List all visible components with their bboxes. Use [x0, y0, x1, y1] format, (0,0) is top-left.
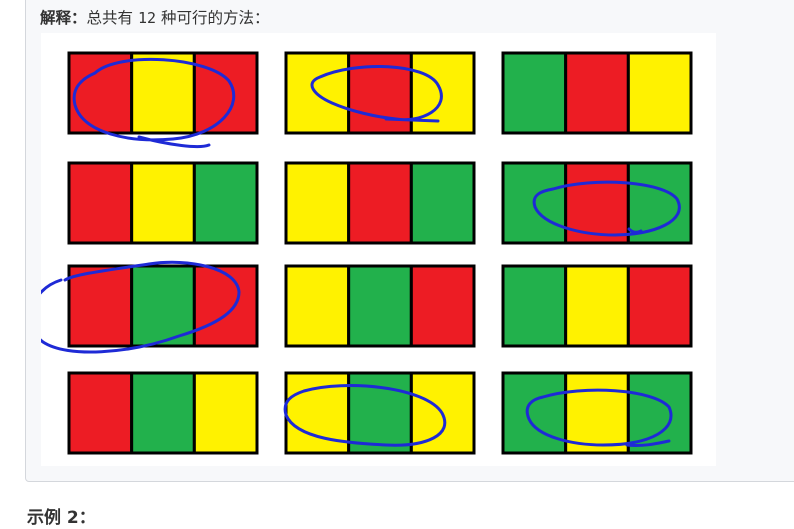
grid-cell-red	[67, 371, 134, 455]
grid-cell-green	[409, 161, 476, 245]
coloring-option-5	[284, 161, 476, 245]
coloring-option-3	[501, 51, 693, 135]
handdrawn-circle-annotation	[525, 388, 673, 447]
coloring-option-1	[67, 51, 259, 149]
grid-cell-yellow	[130, 51, 196, 135]
grid-cell-red	[626, 264, 693, 348]
grid-cell-green	[626, 371, 693, 455]
coloring-option-7	[41, 260, 259, 354]
grid-cell-red	[564, 51, 630, 135]
coloring-option-6	[501, 161, 693, 245]
example-2-heading: 示例 2：	[27, 508, 96, 528]
grid-cell-red	[347, 161, 413, 245]
explanation-text: 解释：总共有 12 种可行的方法：	[40, 8, 269, 28]
explanation-count: 12	[137, 9, 157, 27]
grid-cell-green	[501, 51, 568, 135]
coloring-option-12	[501, 371, 693, 455]
grid-cell-green	[130, 264, 196, 348]
grid-cell-red	[192, 264, 259, 348]
grid-cell-green	[130, 371, 196, 455]
coloring-option-9	[501, 264, 693, 348]
grid-cell-red	[67, 161, 134, 245]
grid-cell-green	[626, 161, 693, 245]
grid-cell-yellow	[564, 371, 630, 455]
grid-cell-green	[501, 161, 568, 245]
explanation-suffix: 种可行的方法：	[156, 9, 270, 27]
explanation-prefix: 总共有	[86, 9, 138, 27]
handdrawn-circle-annotation	[310, 65, 443, 123]
explanation-label: 解释：	[40, 9, 87, 27]
coloring-option-11	[283, 371, 476, 455]
grid-cell-yellow	[626, 51, 693, 135]
grid-cell-red	[192, 51, 259, 135]
grid-cell-green	[347, 264, 413, 348]
grid-cell-red	[67, 264, 134, 348]
grid-cell-yellow	[192, 371, 259, 455]
grid-cell-yellow	[284, 264, 351, 348]
coloring-option-4	[67, 161, 259, 245]
grid-cell-yellow	[130, 161, 196, 245]
handdrawn-circle-annotation	[72, 57, 236, 149]
grid-cell-red	[67, 51, 134, 135]
handdrawn-circle-annotation	[283, 384, 447, 447]
grid-cell-yellow	[409, 51, 476, 135]
grid-cell-green	[501, 264, 568, 348]
coloring-diagram	[41, 51, 693, 455]
handdrawn-circle-annotation	[41, 260, 241, 354]
grid-cell-yellow	[564, 264, 630, 348]
handdrawn-circle-annotation	[532, 180, 681, 237]
grid-cell-yellow	[284, 161, 351, 245]
coloring-option-10	[67, 371, 259, 455]
coloring-figure	[41, 33, 716, 466]
grid-cell-green	[192, 161, 259, 245]
grid-cell-green	[501, 371, 568, 455]
grid-cell-red	[409, 264, 476, 348]
coloring-option-2	[284, 51, 476, 135]
coloring-option-8	[284, 264, 476, 348]
